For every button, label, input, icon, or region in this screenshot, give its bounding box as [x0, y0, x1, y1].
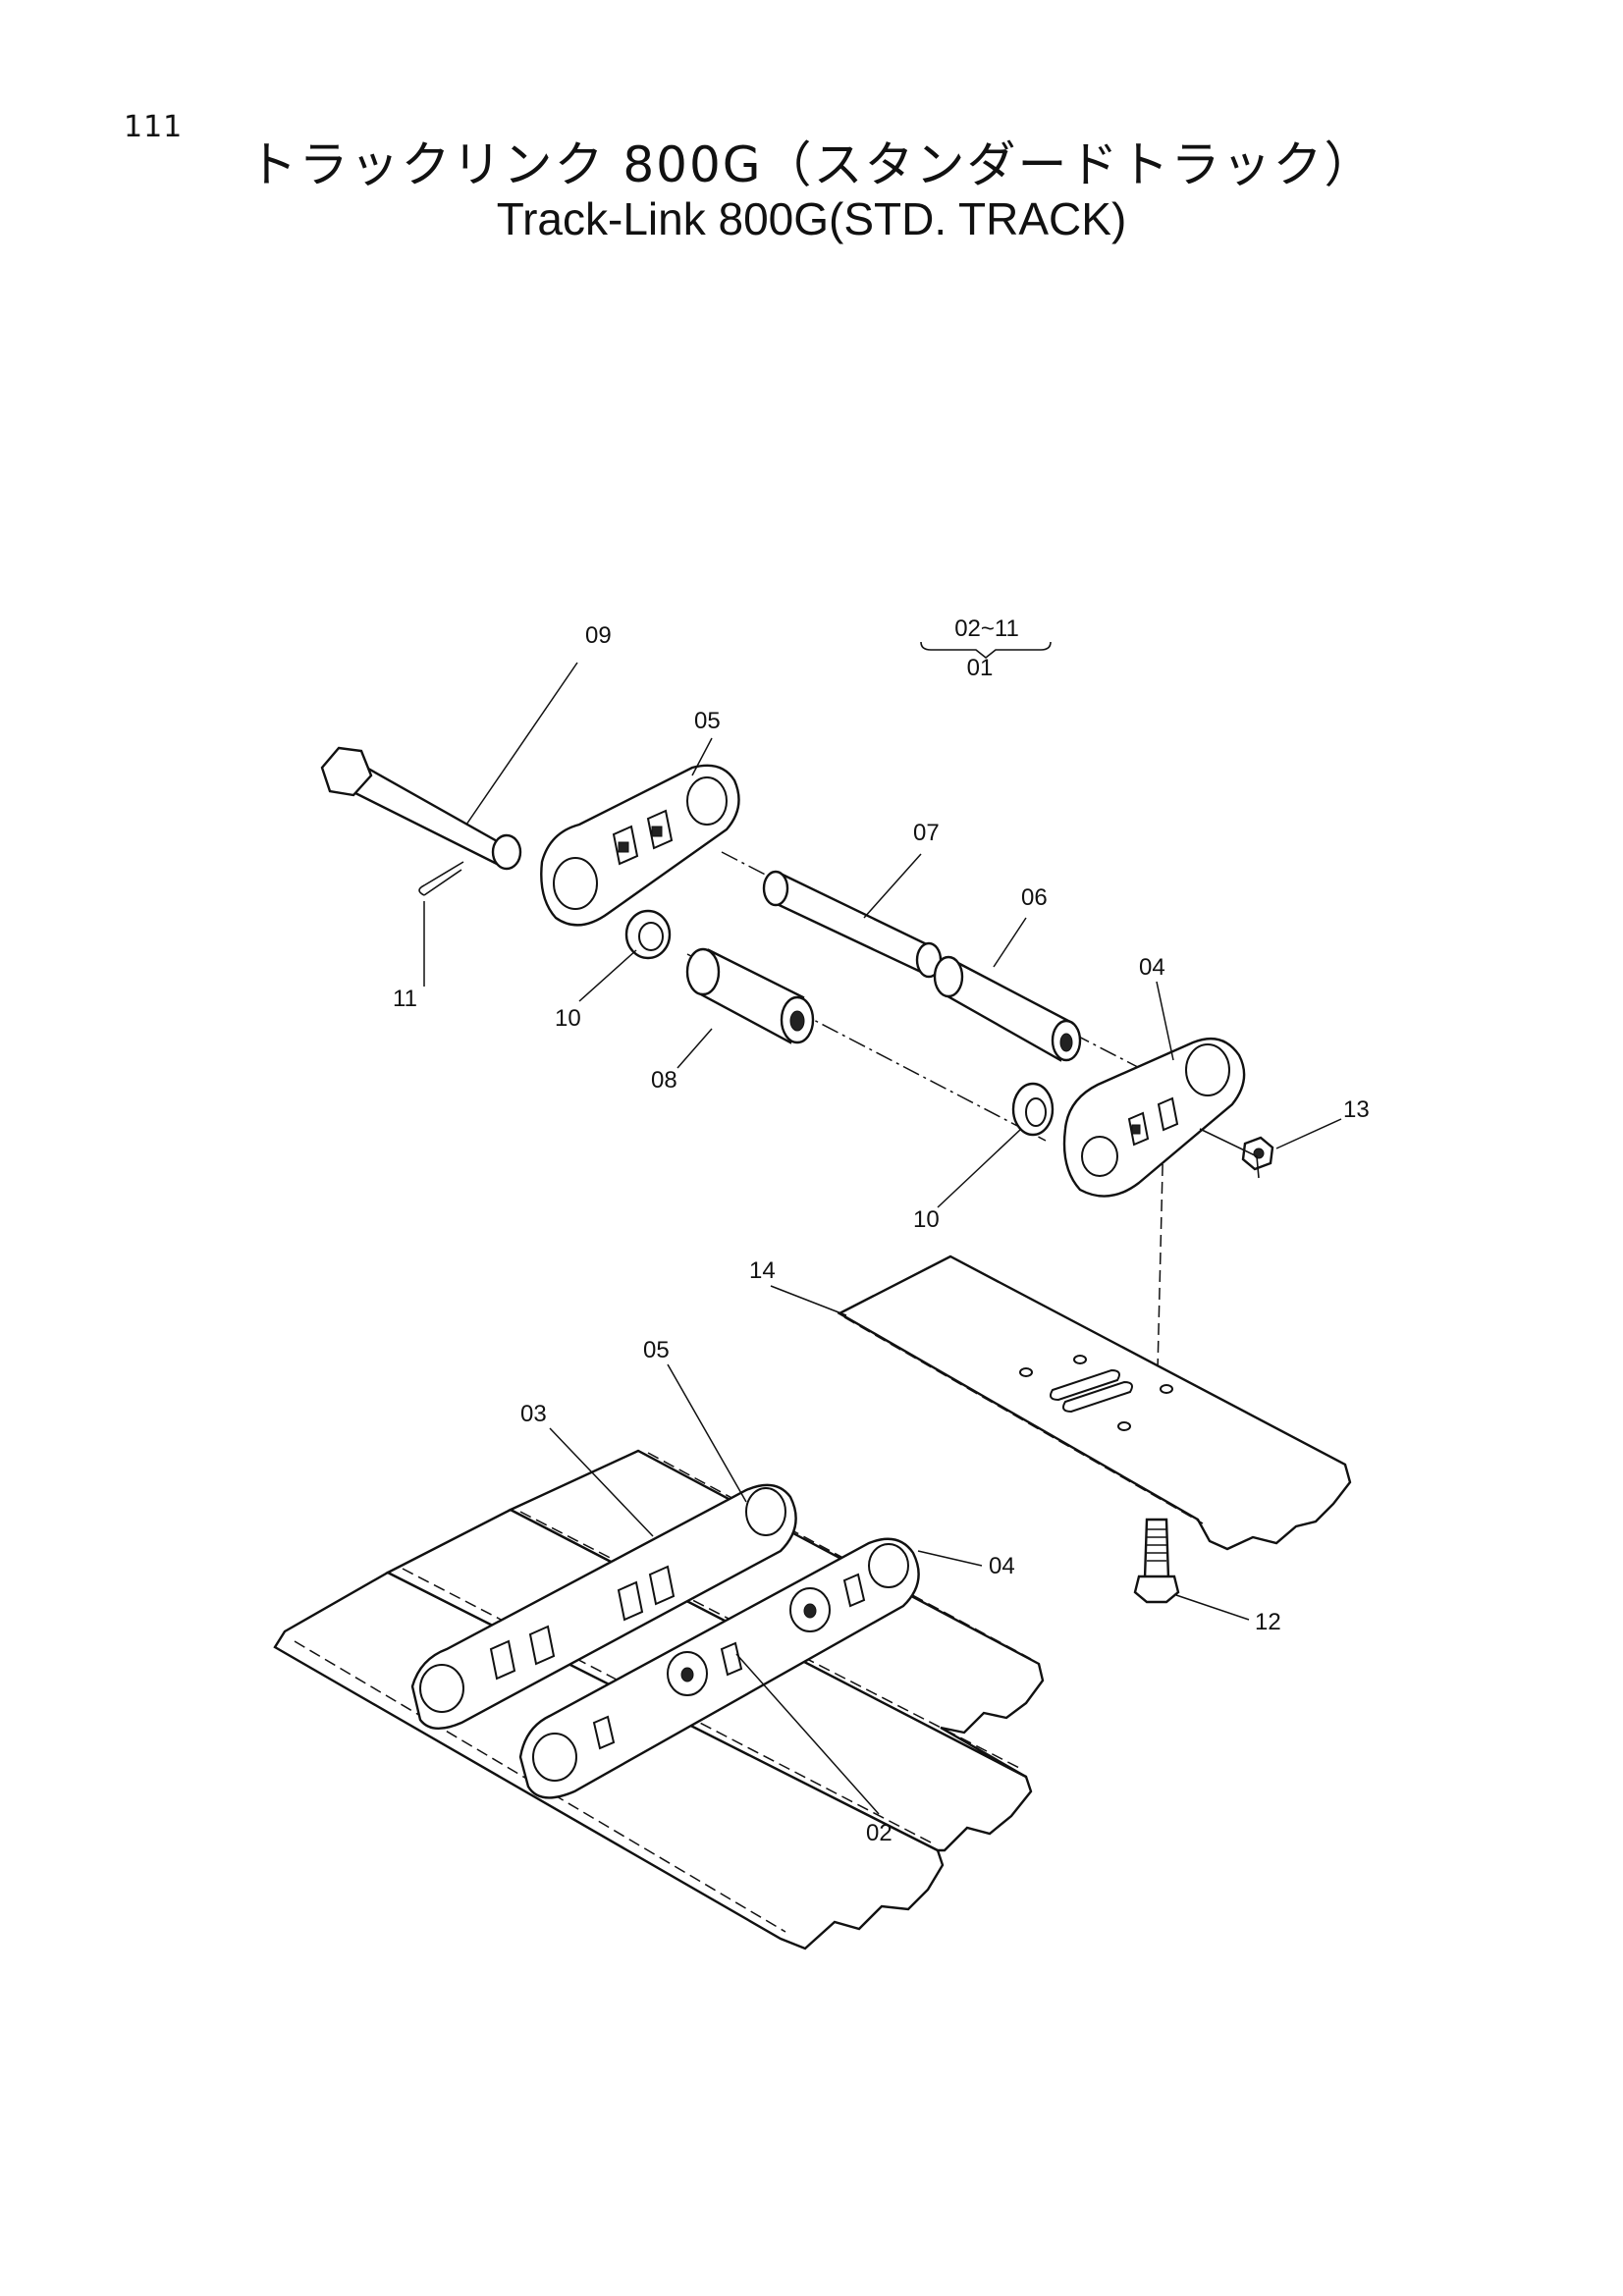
bushing-08 — [685, 947, 815, 1044]
seal-ring-lower — [1011, 1082, 1055, 1137]
callout-13: 13 — [1343, 1096, 1370, 1123]
callout-10-lower: 10 — [913, 1206, 940, 1233]
callout-05-upper: 05 — [694, 708, 721, 734]
assembly-brace — [920, 641, 1052, 660]
callout-04-lower: 04 — [989, 1553, 1015, 1579]
assembled-track-links — [410, 1483, 920, 1799]
track-pin — [320, 746, 522, 871]
callout-03: 03 — [520, 1401, 547, 1427]
callout-07: 07 — [913, 820, 940, 846]
track-shoe-plate — [837, 1255, 1352, 1551]
callout-11: 11 — [393, 986, 417, 1012]
assembly-note: 02~11 01 — [920, 615, 1052, 681]
callout-04-upper: 04 — [1139, 954, 1165, 981]
callout-02: 02 — [866, 1820, 893, 1846]
spacer-06 — [933, 955, 1082, 1062]
callout-12: 12 — [1255, 1609, 1281, 1635]
callout-08: 08 — [651, 1067, 677, 1094]
page-number: 111 — [124, 110, 184, 144]
cotter-pin — [418, 861, 464, 896]
leader-lines — [423, 662, 1342, 1815]
shoe-bolt — [1133, 1518, 1180, 1604]
callout-05-lower: 05 — [643, 1337, 670, 1363]
nut — [1241, 1136, 1274, 1171]
callout-14: 14 — [749, 1257, 776, 1284]
nut-leader-line — [1199, 1128, 1260, 1179]
assembly-note-bottom: 01 — [967, 655, 994, 681]
bushing-upper — [762, 870, 943, 979]
callout-06: 06 — [1021, 884, 1048, 911]
callout-10-upper: 10 — [555, 1005, 581, 1032]
track-link-04-upper — [1062, 1038, 1246, 1198]
assembly-note-top: 02~11 — [954, 615, 1019, 642]
track-link-upper — [540, 764, 740, 927]
title-english: Track-Link 800G(STD. TRACK) — [496, 193, 1127, 244]
seal-ring-upper — [624, 909, 672, 960]
callout-09: 09 — [585, 622, 612, 649]
callout-labels: 09 05 07 06 04 11 10 08 13 10 14 05 03 0… — [393, 622, 1370, 1846]
title-japanese: トラックリンク 800G（スタンダードトラック） — [247, 136, 1376, 193]
